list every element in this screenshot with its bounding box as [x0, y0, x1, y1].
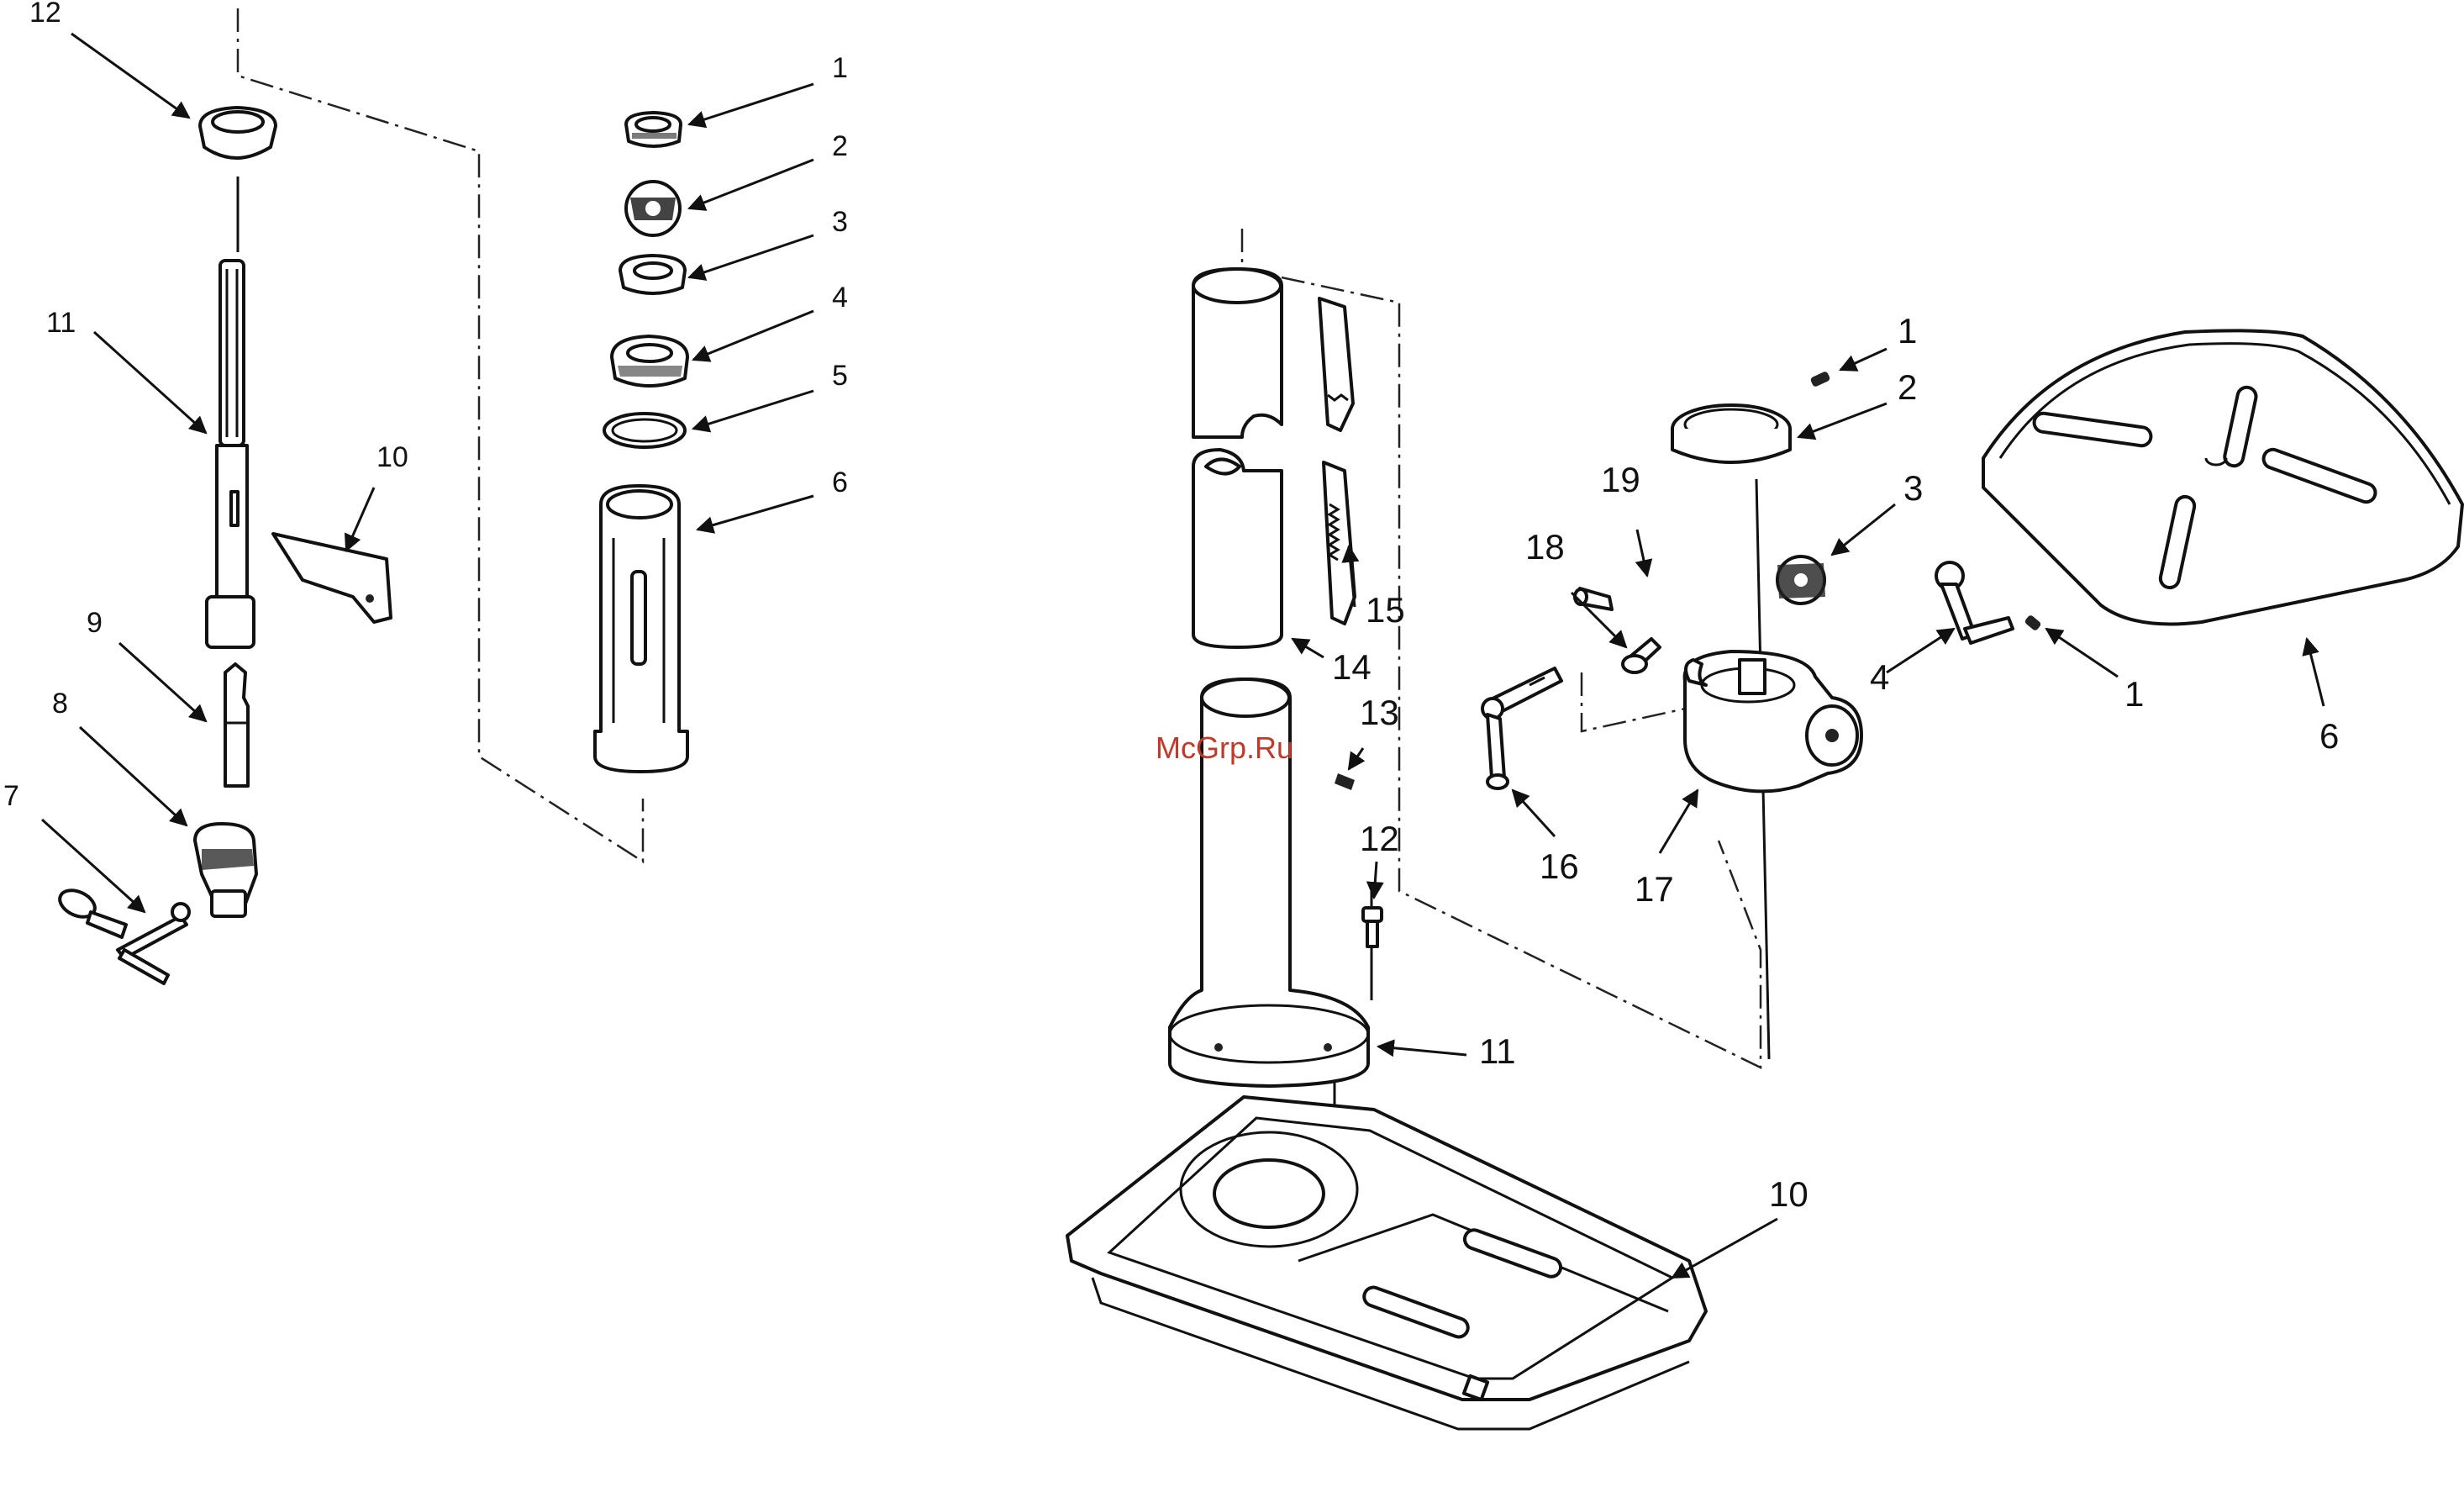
leader-arrow — [2046, 629, 2118, 677]
drift-key-part — [273, 534, 391, 622]
leader-arrow — [1798, 403, 1887, 437]
part-number-label: 16 — [1540, 846, 1579, 886]
part-number-label: 9 — [87, 607, 103, 639]
support-ring-part — [1672, 405, 1790, 462]
part-number-label: 12 — [29, 0, 61, 29]
rack-upper-part — [1319, 298, 1353, 430]
right-assembly: 1 2 3 4 1 6 10 11 12 13 14 15 16 17 18 1… — [1067, 229, 2462, 1429]
part-number-label: 12 — [1360, 819, 1399, 858]
leader-arrow — [346, 488, 374, 551]
part-number-label: 14 — [1332, 647, 1372, 687]
leader-arrow — [42, 820, 145, 912]
part-number-label: 3 — [832, 206, 848, 238]
leader-arrow — [1374, 862, 1377, 898]
set-screw-part — [1335, 773, 1355, 790]
watermark-text: McGrp.Ru — [1156, 730, 1293, 765]
leader-arrow — [71, 34, 189, 118]
leader-arrow — [689, 160, 813, 208]
part-number-label: 6 — [832, 467, 848, 498]
leader-arrow — [1840, 349, 1887, 370]
leader-arrow — [698, 496, 813, 530]
part-number-label: 19 — [1601, 460, 1640, 499]
rack-lower-part — [1324, 462, 1355, 624]
flange-bolt-part — [1363, 908, 1382, 947]
set-screw-top-part — [1809, 371, 1830, 388]
quill-nut-part — [626, 113, 681, 146]
leader-arrow — [1887, 629, 1954, 672]
leader-arrow — [1349, 748, 1363, 769]
bracket-pin-part — [1623, 639, 1660, 672]
rubber-washer-part — [604, 414, 685, 447]
left-guide-line — [238, 8, 643, 862]
lock-washer-part — [626, 182, 680, 235]
leader-arrow — [689, 84, 813, 124]
part-number-label: 8 — [52, 688, 68, 720]
leader-arrow — [1293, 639, 1324, 657]
chuck-key-part — [55, 885, 189, 983]
left-assembly: 12 1 2 3 4 5 6 11 10 9 8 7 — [3, 0, 848, 983]
leader-arrow — [689, 235, 813, 277]
leader-arrow — [693, 391, 813, 429]
part-number-label: 2 — [832, 130, 848, 162]
table-bracket-part — [1685, 651, 1861, 791]
right-guide-line — [1242, 229, 1761, 1068]
part-number-label: 4 — [832, 282, 848, 314]
part-number-label: 10 — [1769, 1174, 1809, 1214]
part-number-label: 15 — [1366, 590, 1405, 630]
lock-handle-part — [1482, 668, 1561, 788]
leader-arrow — [1378, 1047, 1466, 1055]
leader-arrow — [94, 332, 206, 433]
column-sleeve-upper-part — [1193, 269, 1282, 437]
part-number-label: 5 — [832, 360, 848, 392]
lower-bearing-part — [612, 336, 687, 386]
upper-bearing-part — [620, 256, 685, 293]
leader-arrow — [1672, 1219, 1777, 1278]
leader-arrow — [80, 727, 187, 825]
base-part — [1067, 1097, 1706, 1429]
part-number-label: 11 — [46, 307, 76, 339]
part-number-label: 6 — [2319, 716, 2339, 756]
part-number-label: 2 — [1898, 367, 1917, 407]
part-number-label: 1 — [832, 52, 848, 84]
part-number-label: 13 — [1360, 693, 1399, 732]
part-number-label: 1 — [1898, 311, 1917, 351]
part-number-label: 18 — [1525, 527, 1565, 567]
leader-arrow — [1637, 530, 1647, 576]
bracket-plug-part — [1575, 588, 1612, 609]
part-number-label: 7 — [3, 780, 19, 812]
part-number-label: 3 — [1903, 468, 1923, 508]
leader-arrow — [1832, 504, 1895, 555]
crank-handle-part — [1936, 562, 2013, 643]
leader-arrow — [1513, 790, 1555, 836]
quill-part — [595, 486, 687, 772]
part-number-label: 10 — [376, 441, 408, 473]
part-number-label: 11 — [1479, 1031, 1516, 1071]
arbor-part — [225, 664, 248, 786]
column-sleeve-lower-part — [1193, 450, 1282, 647]
spindle-part — [207, 261, 254, 647]
leader-arrow — [119, 643, 206, 721]
part-number-label: 4 — [1870, 657, 1889, 697]
chuck-part — [195, 824, 256, 916]
bearing-cap-part — [200, 108, 276, 158]
worm-gear-part — [1777, 556, 1825, 604]
part-number-label: 1 — [2124, 674, 2144, 714]
part-number-label: 17 — [1635, 869, 1674, 909]
leader-arrow — [2307, 639, 2324, 706]
table-part — [1983, 330, 2462, 624]
set-screw-right-part — [2024, 614, 2042, 632]
leader-arrow — [1660, 790, 1698, 853]
leader-arrow — [693, 311, 813, 360]
